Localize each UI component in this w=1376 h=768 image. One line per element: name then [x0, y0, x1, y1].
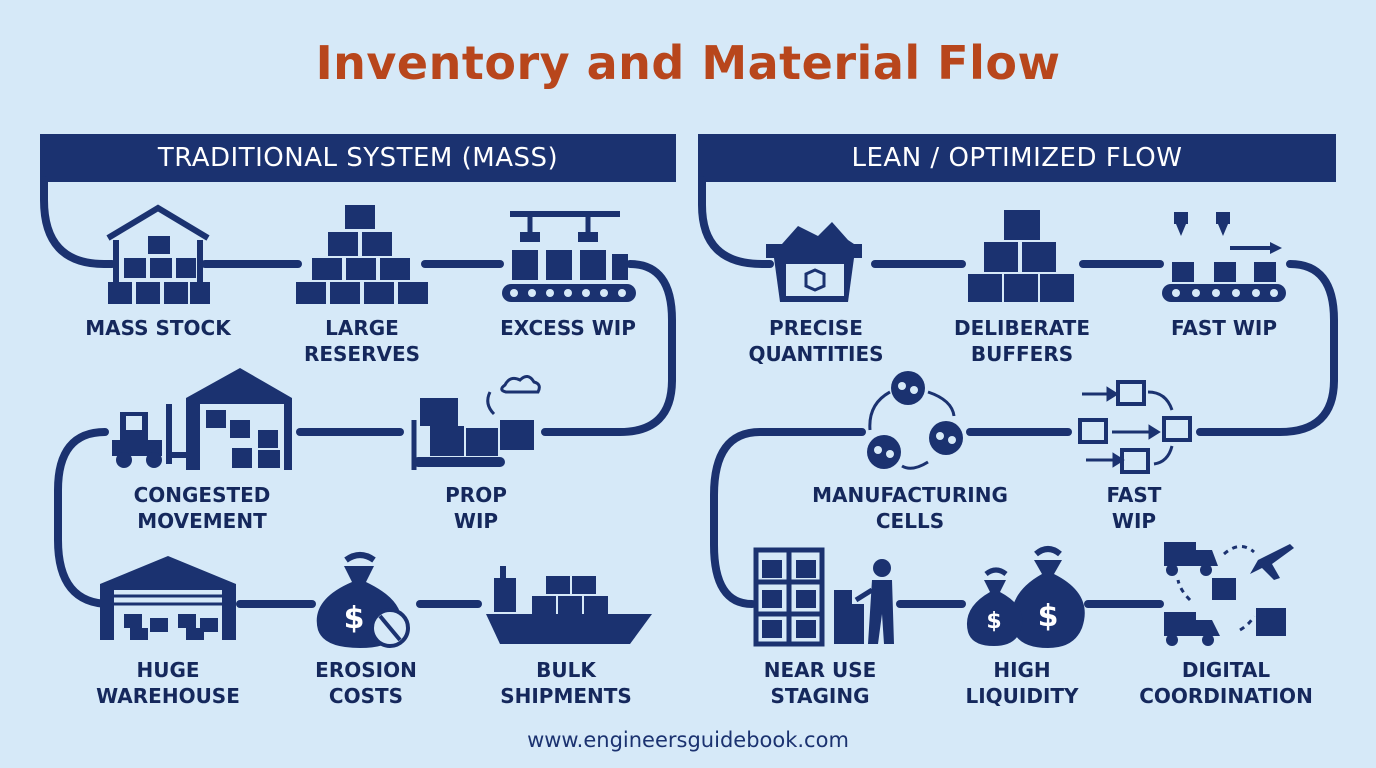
- bin-icon: [766, 222, 862, 302]
- label-huge-warehouse: HUGE WAREHOUSE: [96, 658, 240, 708]
- flow-boxes-icon: [1078, 380, 1192, 474]
- label-congested-movement: CONGESTED MOVEMENT: [133, 483, 271, 533]
- label-erosion-costs: EROSION COSTS: [315, 658, 417, 708]
- svg-text:$: $: [344, 601, 365, 636]
- page-title: Inventory and Material Flow: [315, 36, 1061, 90]
- label-excess-wip: EXCESS WIP: [500, 316, 636, 340]
- large-warehouse-icon: [100, 556, 236, 640]
- label-prop-wip: PROP WIP: [445, 483, 507, 533]
- label-precise-quantities: PRECISE QUANTITIES: [748, 316, 884, 366]
- flow-connectors: [40, 176, 1338, 608]
- conveyor-arrow-icon: [1162, 212, 1286, 302]
- label-fast-wip-top: FAST WIP: [1170, 316, 1277, 340]
- shelf-worker-icon: [753, 547, 894, 647]
- forklift-warehouse-icon: [112, 368, 292, 470]
- box-stack-icon: [968, 210, 1074, 302]
- cargo-ship-icon: [486, 566, 652, 644]
- svg-text:$: $: [986, 609, 1001, 634]
- truck-plane-icon: [1164, 542, 1294, 646]
- label-bulk-shipments: BULK SHIPMENTS: [500, 658, 632, 708]
- label-large-reserves: LARGE RESERVES: [303, 316, 421, 366]
- money-bag-erosion-icon: $: [316, 552, 410, 648]
- traditional-heading: TRADITIONAL SYSTEM (MASS): [40, 134, 676, 182]
- label-fast-wip-mid: FAST WIP: [1106, 483, 1162, 533]
- label-mass-stock: MASS STOCK: [85, 316, 231, 340]
- warehouse-boxes-icon: [106, 204, 210, 304]
- label-deliberate-buffers: DELIBERATE BUFFERS: [954, 316, 1090, 366]
- label-manufacturing-cells: MANUFACTURING CELLS: [812, 483, 1008, 533]
- cycle-cells-icon: [867, 371, 963, 470]
- label-high-liquidity: HIGH LIQUIDITY: [965, 658, 1079, 708]
- conveyor-robot-icon: [502, 211, 636, 302]
- conveyor-cloud-icon: [411, 375, 541, 470]
- box-pyramid-icon: [296, 205, 428, 304]
- svg-text:$: $: [1038, 599, 1059, 634]
- label-near-use-staging: NEAR USE STAGING: [763, 658, 877, 708]
- footer-url: www.engineersguidebook.com: [527, 728, 849, 752]
- money-bags-icon: $ $: [966, 546, 1085, 648]
- lean-heading: LEAN / OPTIMIZED FLOW: [698, 134, 1336, 182]
- label-digital-coordination: DIGITAL COORDINATION: [1139, 658, 1313, 708]
